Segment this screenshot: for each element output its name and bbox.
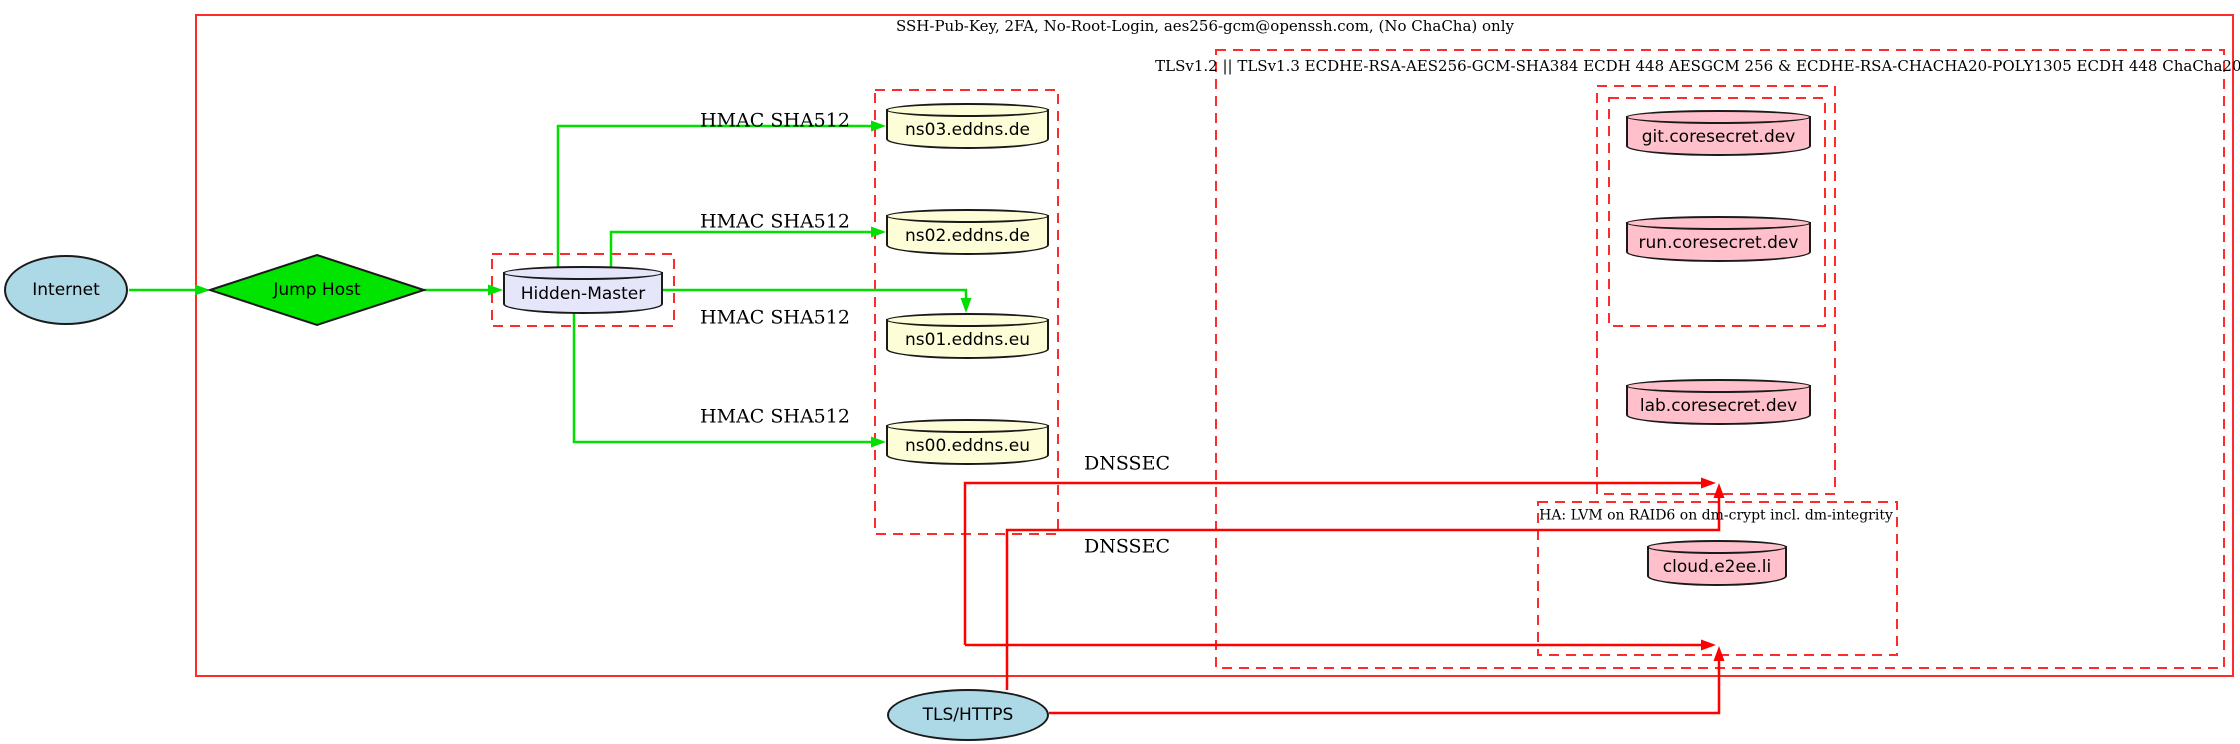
- cylinder-top: [886, 419, 1049, 433]
- edge-dnssec-coresecret: [963, 481, 1701, 645]
- cylinder-top: [1626, 379, 1811, 393]
- node-hidden-master: Hidden-Master: [503, 266, 663, 314]
- arrowhead-hiddenmaster: [488, 284, 503, 296]
- node-ns01: ns01.eddns.eu: [886, 313, 1049, 359]
- edge-hiddenmaster-ns03: [556, 124, 871, 267]
- edge-hiddenmaster-ns01: [663, 288, 968, 298]
- edge-label-dnssec-2: DNSSEC: [1084, 535, 1170, 558]
- node-run: run.coresecret.dev: [1626, 216, 1811, 262]
- edge-hiddenmaster-ns00: [572, 313, 871, 444]
- edge-label-hmac-ns01: HMAC SHA512: [700, 306, 850, 329]
- cylinder-top: [503, 266, 663, 280]
- arrowhead-tlshttps-cloud: [1713, 646, 1725, 661]
- cylinder-top: [1626, 216, 1811, 230]
- arrowhead-ns00: [871, 436, 886, 448]
- node-cloud-label: cloud.e2ee.li: [1662, 557, 1772, 577]
- cylinder-top: [1647, 540, 1787, 554]
- edge-tlshttps-cloud: [1049, 661, 1721, 715]
- arrowhead-tlshttps-coresecret: [1713, 483, 1725, 498]
- node-ns03: ns03.eddns.de: [886, 103, 1049, 149]
- node-cloud: cloud.e2ee.li: [1647, 540, 1787, 586]
- node-ns03-label: ns03.eddns.de: [905, 120, 1030, 140]
- node-tls-https: TLS/HTTPS: [887, 689, 1049, 741]
- cluster-dns-border: [874, 89, 1059, 535]
- cluster-ssh-outer-border: [195, 14, 2234, 677]
- node-ns01-label: ns01.eddns.eu: [905, 330, 1030, 350]
- node-jump-host-shape: [206, 253, 428, 327]
- node-hidden-master-label: Hidden-Master: [520, 284, 646, 304]
- edge-label-hmac-ns03: HMAC SHA512: [700, 109, 850, 132]
- arrowhead-ns01: [960, 298, 972, 313]
- cluster-coresecret-inner-border: [1608, 97, 1826, 327]
- cylinder-body: [1626, 385, 1811, 425]
- cluster-ha-border: [1537, 501, 1898, 656]
- arrowhead-dnssec-cloud: [1701, 639, 1716, 651]
- edge-label-hmac-ns00: HMAC SHA512: [700, 405, 850, 428]
- node-ns00: ns00.eddns.eu: [886, 419, 1049, 465]
- node-ns02-label: ns02.eddns.de: [905, 226, 1030, 246]
- node-git-label: git.coresecret.dev: [1641, 127, 1796, 147]
- cylinder-top: [886, 209, 1049, 223]
- node-internet: Internet: [4, 255, 128, 325]
- edge-tlshttps-coresecret: [1005, 498, 1721, 690]
- node-jump-host-label: Jump Host: [273, 280, 361, 300]
- cylinder-top: [886, 103, 1049, 117]
- node-tls-https-label: TLS/HTTPS: [922, 705, 1014, 725]
- node-lab-label: lab.coresecret.dev: [1639, 396, 1798, 416]
- cylinder-top: [886, 313, 1049, 327]
- cluster-hidden-master-border: [491, 253, 675, 327]
- edge-hiddenmaster-ns02: [609, 230, 871, 267]
- node-lab: lab.coresecret.dev: [1626, 379, 1811, 425]
- arrowhead-ns03: [871, 120, 886, 132]
- node-ns00-label: ns00.eddns.eu: [905, 436, 1030, 456]
- cluster-ssh-outer-label: SSH-Pub-Key, 2FA, No-Root-Login, aes256-…: [896, 16, 1514, 35]
- arrowhead-dnssec-coresecret: [1701, 477, 1716, 489]
- edge-label-dnssec-1: DNSSEC: [1084, 452, 1170, 475]
- arrowhead-jumphost: [195, 284, 210, 296]
- cluster-ha-label: HA: LVM on RAID6 on dm-crypt incl. dm-in…: [1539, 507, 1893, 524]
- edge-label-hmac-ns02: HMAC SHA512: [700, 210, 850, 233]
- node-ns02: ns02.eddns.de: [886, 209, 1049, 255]
- node-run-label: run.coresecret.dev: [1638, 233, 1799, 253]
- cluster-tls-label: TLSv1.2 || TLSv1.3 ECDHE-RSA-AES256-GCM-…: [1155, 56, 2240, 75]
- node-git: git.coresecret.dev: [1626, 110, 1811, 156]
- cylinder-top: [1626, 110, 1811, 124]
- arrowhead-ns02: [871, 226, 886, 238]
- node-internet-label: Internet: [32, 280, 100, 300]
